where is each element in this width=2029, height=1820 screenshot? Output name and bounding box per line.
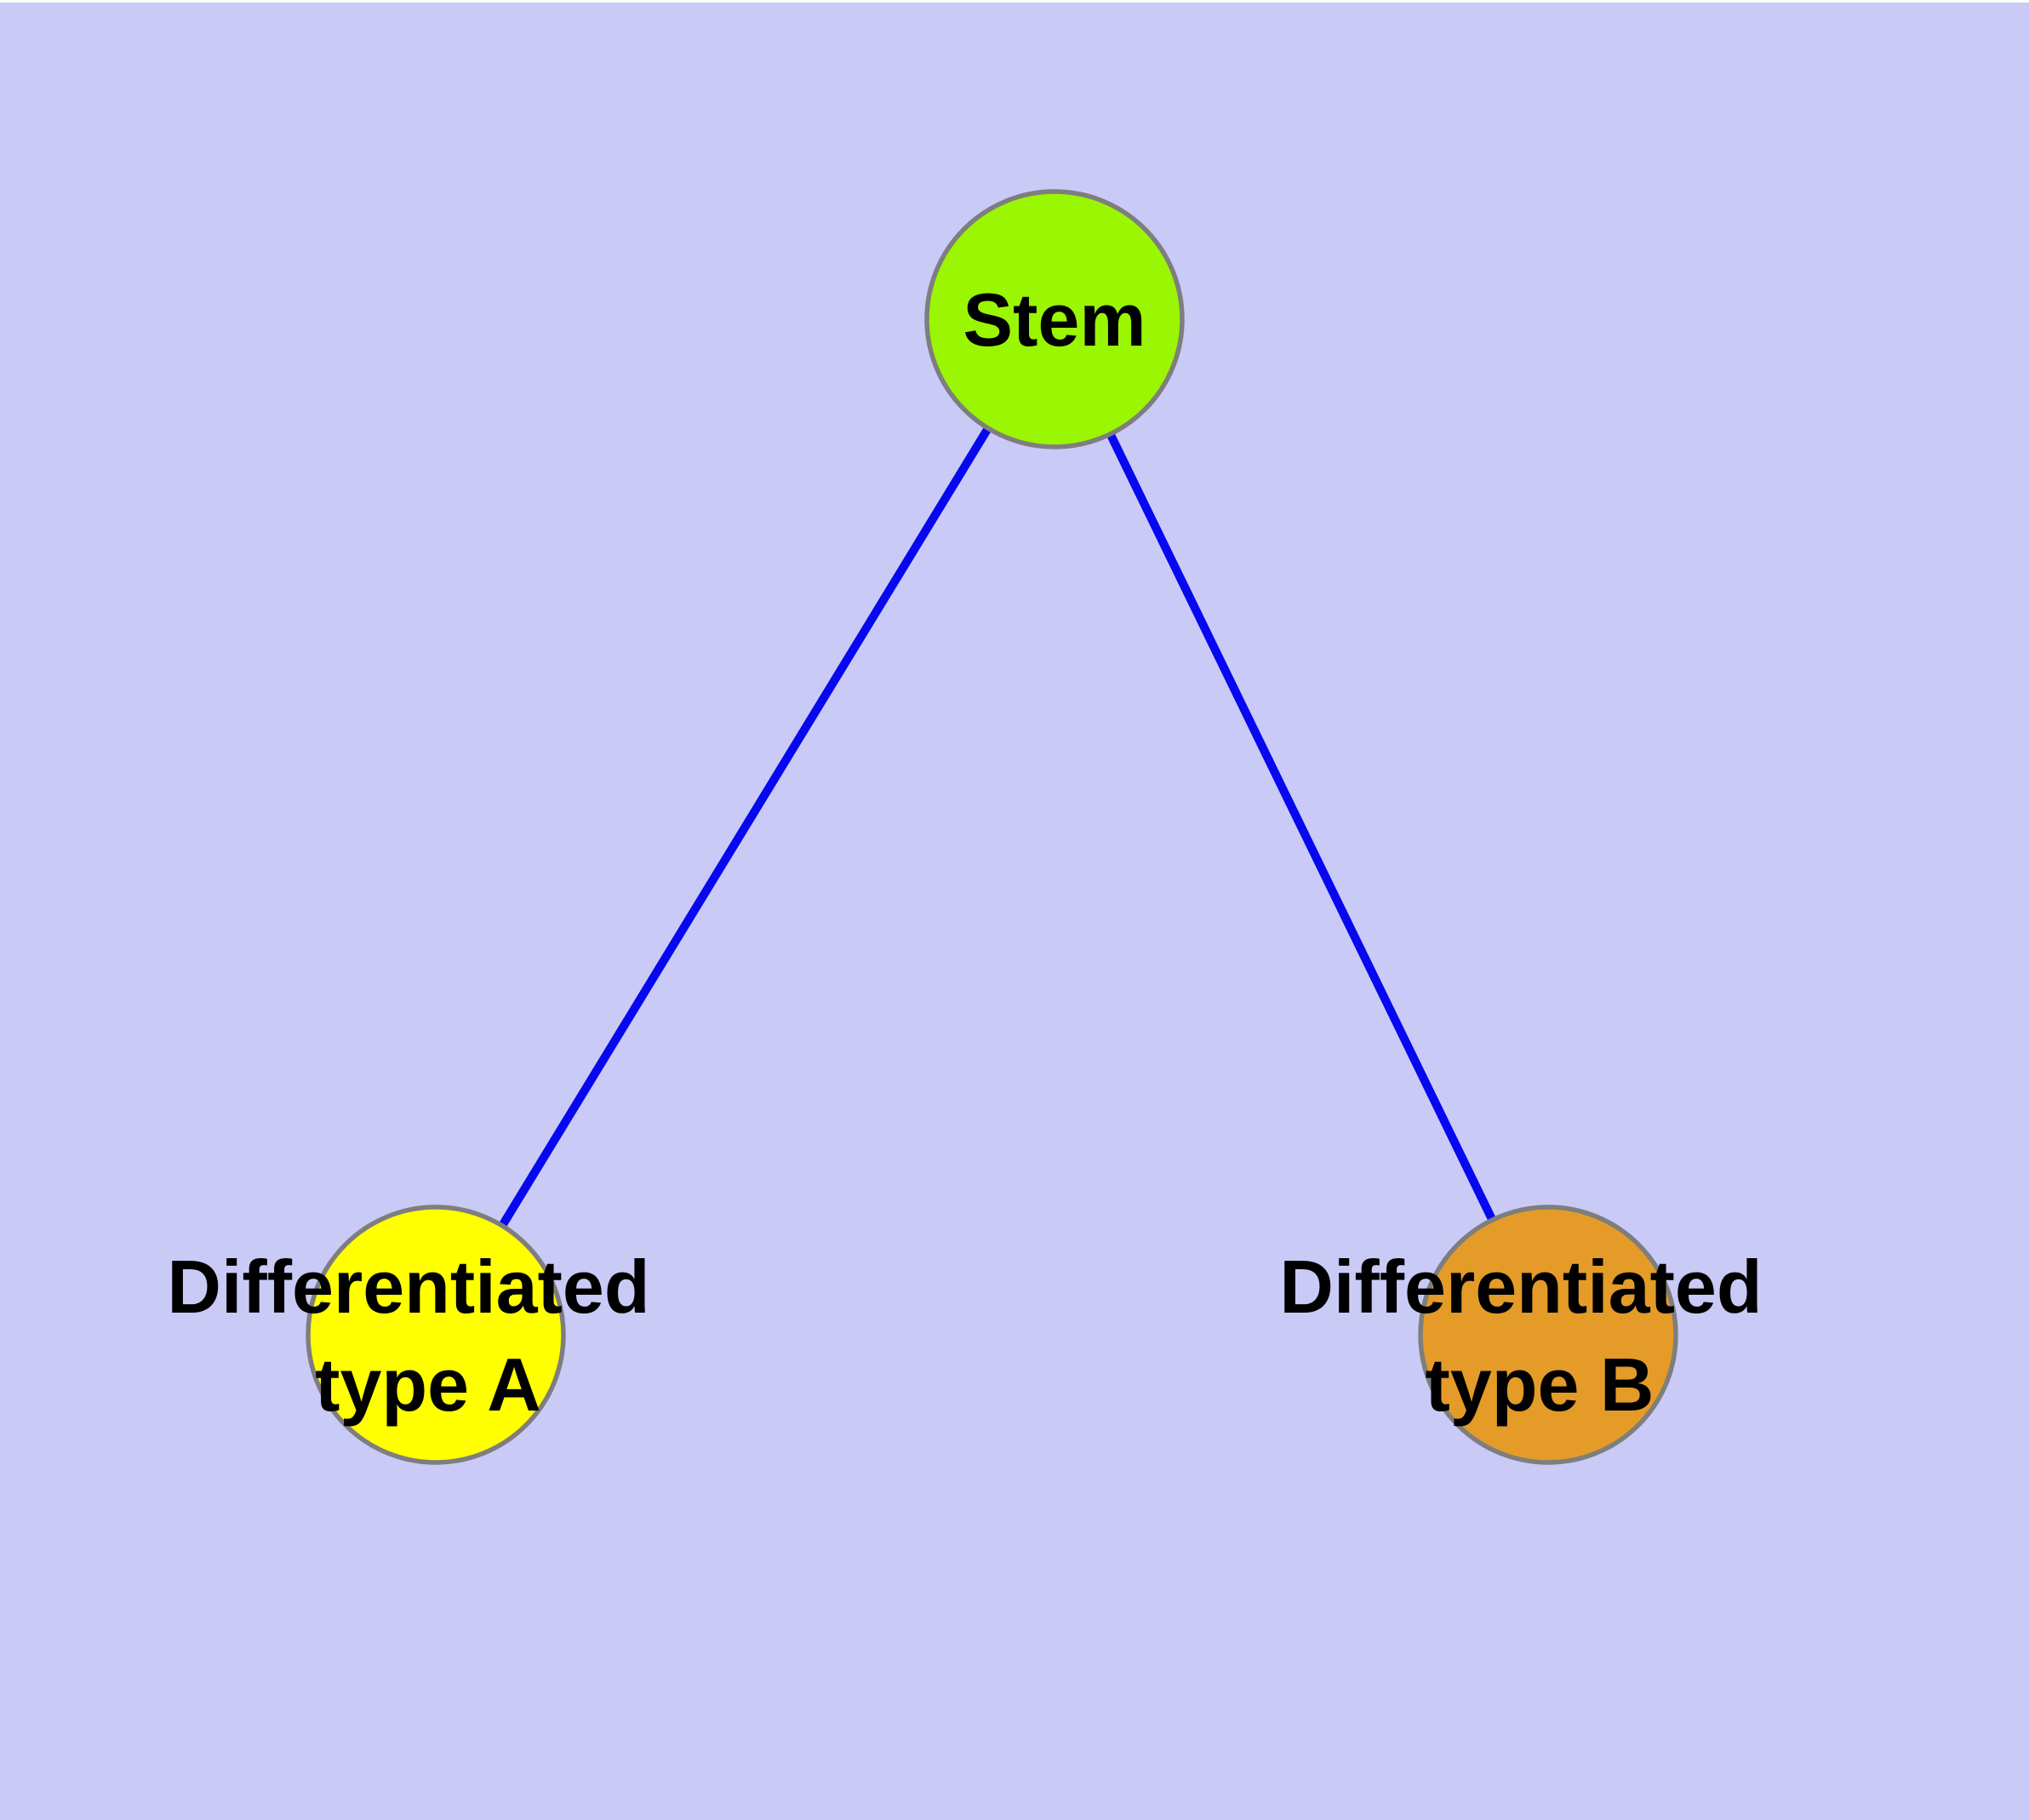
node-differentiated-type-b	[1418, 1205, 1678, 1465]
node-type-a-label-line2: type A	[315, 1342, 541, 1427]
node-type-a-label-line1: Differentiated	[167, 1245, 649, 1329]
node-differentiated-type-a	[306, 1205, 566, 1465]
edge-stem-to-type-b	[1050, 317, 1552, 1337]
node-stem-label: Stem	[963, 278, 1146, 362]
node-type-b-label-line2: type B	[1426, 1342, 1655, 1427]
edge-stem-to-type-a	[432, 317, 1059, 1337]
node-type-b-label-line1: Differentiated	[1279, 1245, 1762, 1329]
node-stem	[924, 189, 1185, 449]
top-edge-strip	[0, 0, 2029, 3]
